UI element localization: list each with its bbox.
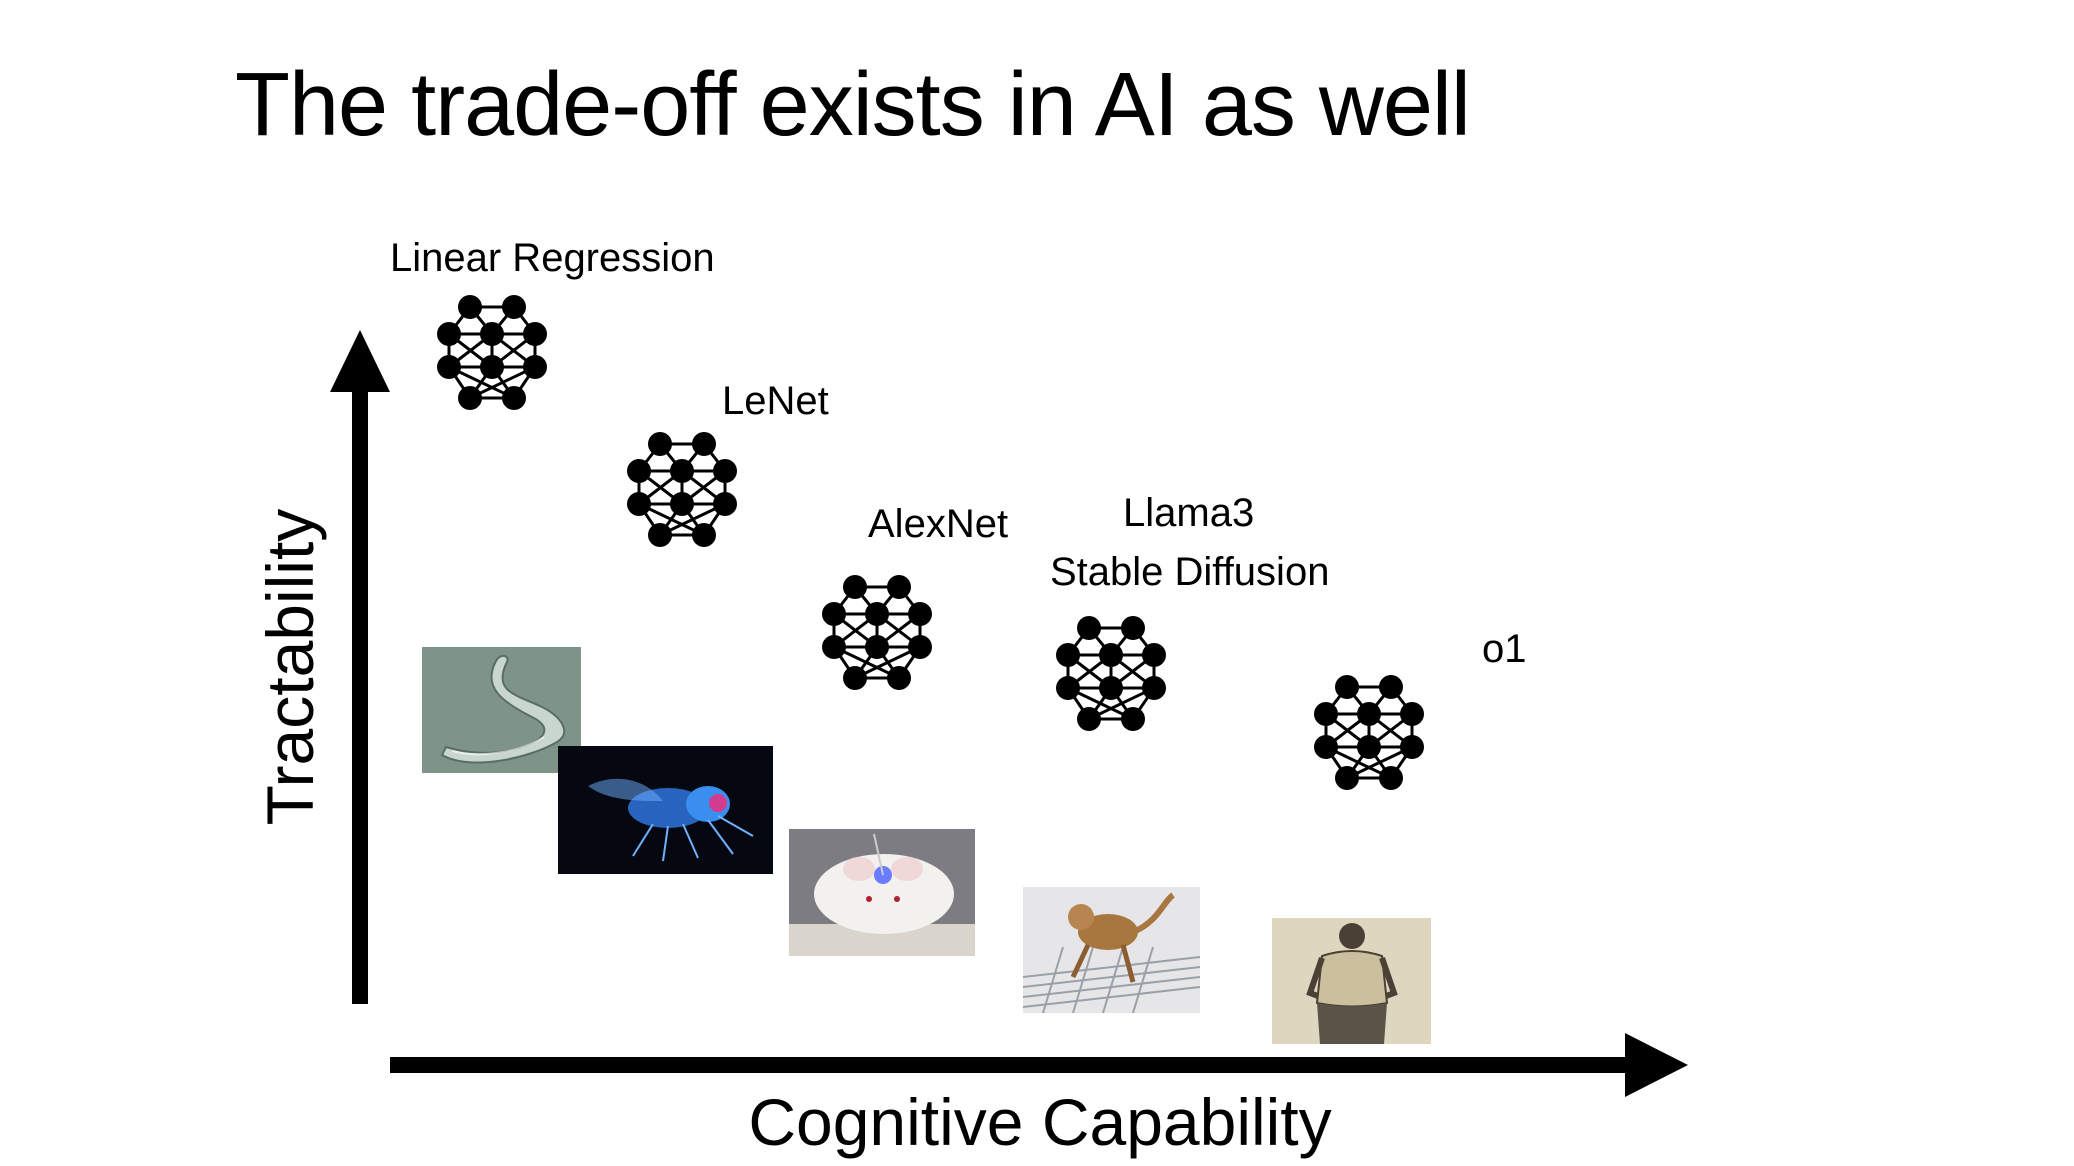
model-label-lenet: LeNet	[722, 379, 829, 423]
neural-network-icon	[435, 293, 549, 412]
neural-network-icon	[625, 430, 739, 549]
x-axis-label: Cognitive Capability	[748, 1085, 1332, 1159]
monkey-image	[1023, 887, 1200, 1013]
model-label-linear-regression: Linear Regression	[390, 236, 715, 280]
x-axis-arrow	[390, 1033, 1688, 1097]
model-label-o1: o1	[1482, 627, 1527, 671]
neural-network-icon	[1312, 673, 1426, 792]
y-axis-arrow	[330, 330, 390, 1004]
slide-title: The trade-off exists in AI as well	[235, 55, 1471, 155]
human-image	[1272, 918, 1431, 1044]
neural-network-icon	[820, 573, 934, 692]
neural-network-icon	[1054, 614, 1168, 733]
model-label-llama3: Llama3	[1123, 491, 1255, 535]
model-label-alexnet: AlexNet	[868, 502, 1009, 546]
mouse-image	[789, 829, 975, 956]
model-label-stable-diffusion: Stable Diffusion	[1050, 550, 1330, 594]
worm-image	[422, 647, 581, 773]
fly-image	[558, 746, 773, 874]
